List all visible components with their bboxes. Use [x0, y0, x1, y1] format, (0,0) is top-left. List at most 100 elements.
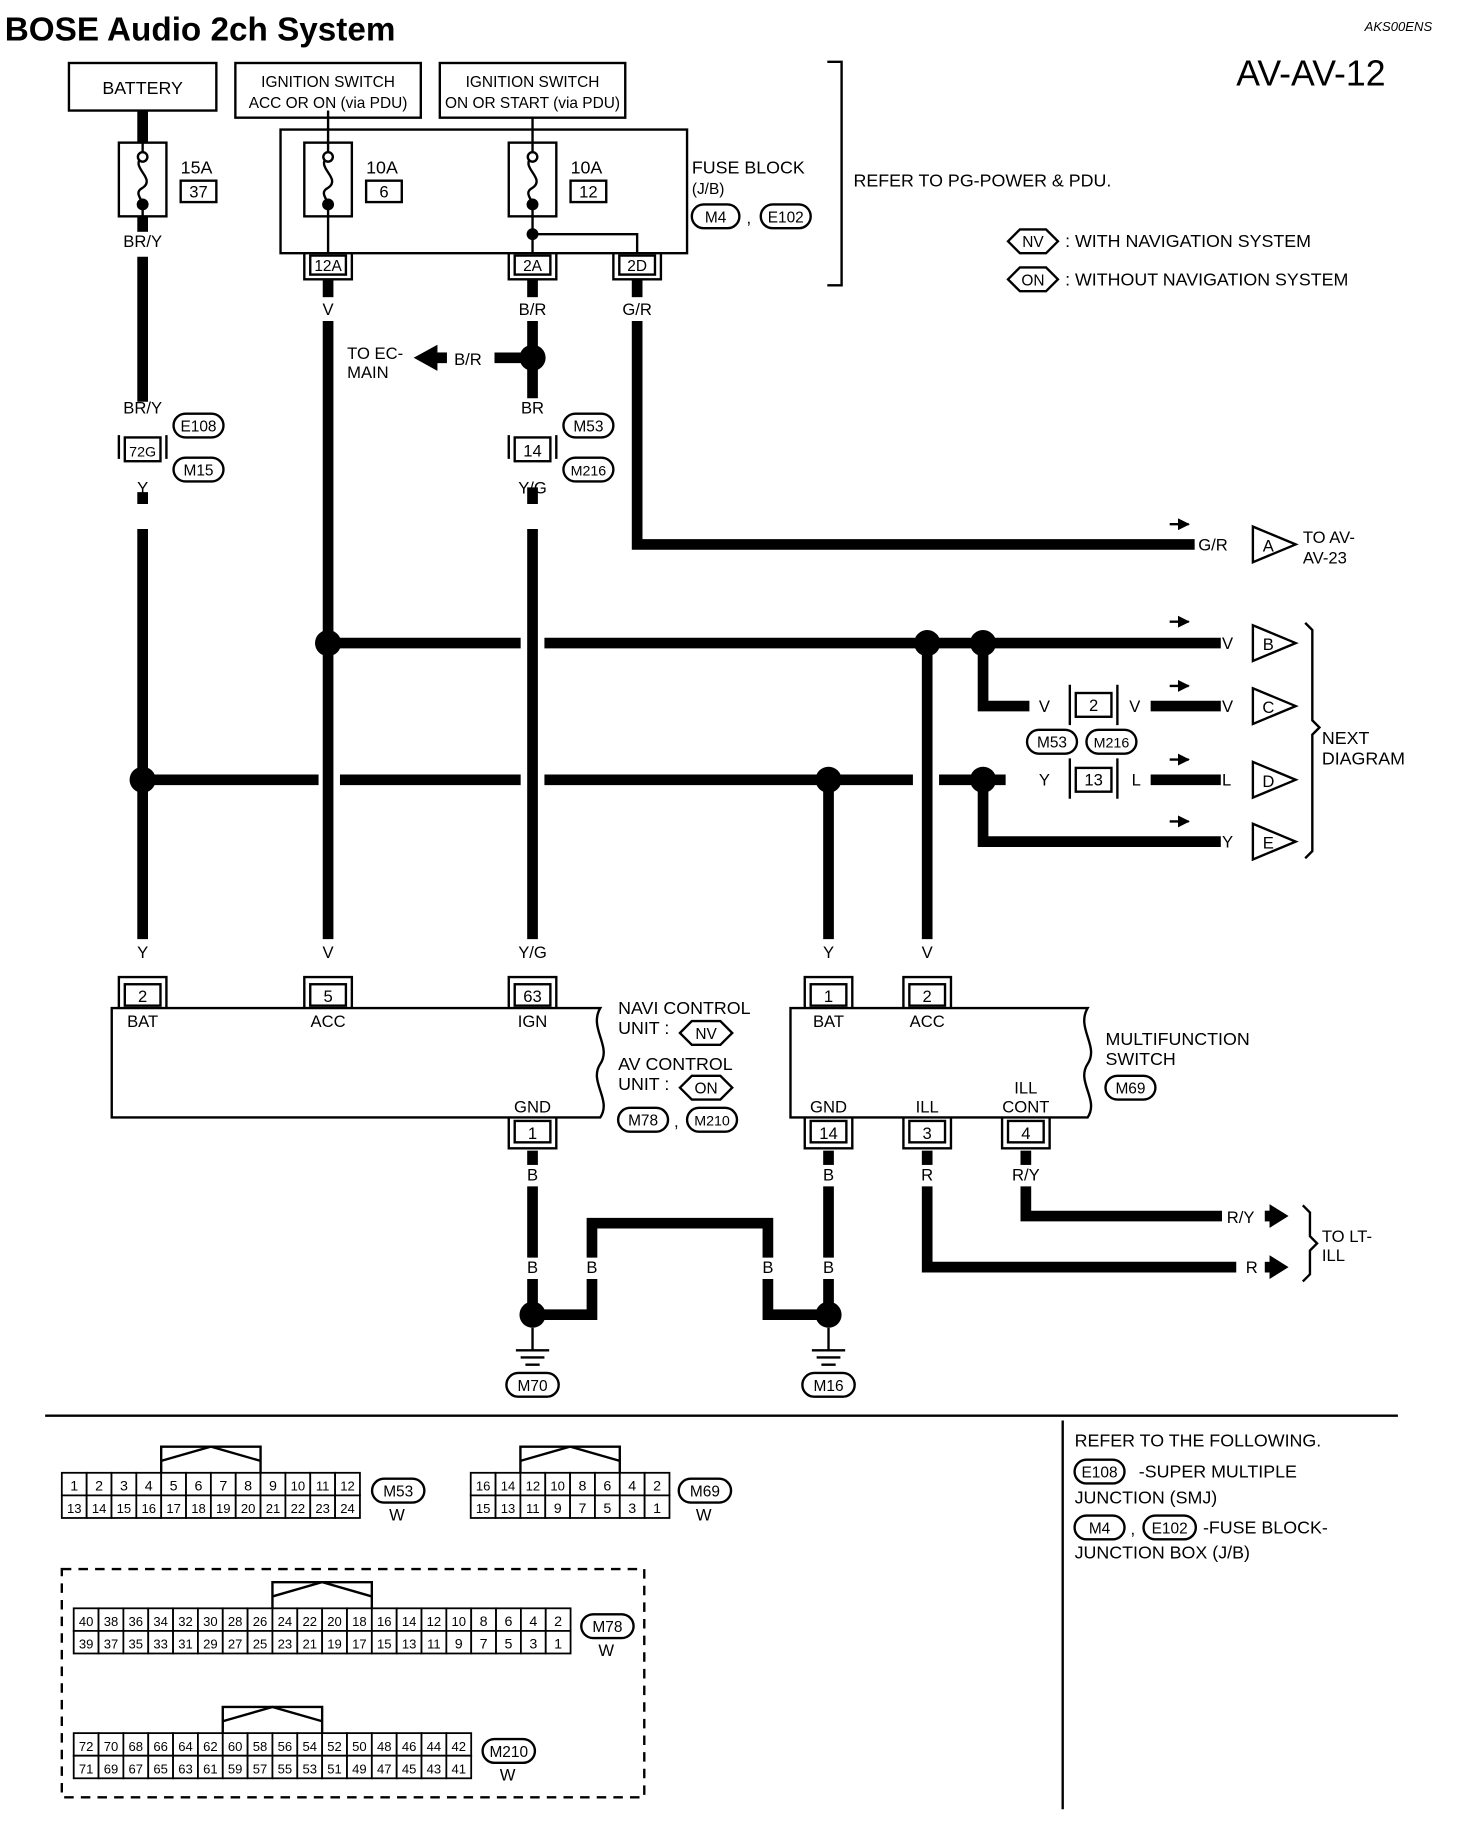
- to-lt-line1: TO LT-: [1322, 1227, 1372, 1246]
- pin-number: 5: [504, 1637, 512, 1653]
- ground-right-b1: B: [762, 1258, 773, 1277]
- pin-number: 22: [291, 1501, 306, 1516]
- connector-color: W: [696, 1505, 712, 1524]
- connector-id: M78: [592, 1619, 622, 1636]
- m216-tag: [562, 456, 615, 483]
- navi-pin-bat-name: BAT: [127, 1012, 158, 1031]
- notes-comma: ,: [1130, 1520, 1135, 1539]
- pin-number: 24: [278, 1614, 293, 1629]
- jb-terminal-2d: 2D: [612, 253, 663, 281]
- pin-number: 2: [554, 1614, 562, 1630]
- pin-cell: [334, 1494, 361, 1519]
- fuse-12-num: 12: [579, 182, 598, 201]
- navi-pin-acc-wire: V: [323, 943, 335, 962]
- mfs-name-line1: MULTIFUNCTION: [1105, 1029, 1249, 1049]
- pin-number: 58: [253, 1739, 268, 1754]
- m216-label-2: M216: [1094, 736, 1130, 752]
- pin-number: 50: [352, 1739, 367, 1754]
- fuse-block-label-2: (J/B): [692, 181, 725, 198]
- fuse-37-num: 37: [189, 182, 207, 201]
- pin-number: 2: [653, 1479, 661, 1495]
- m53-tag: [562, 412, 615, 439]
- pin-number: 63: [178, 1762, 193, 1777]
- to-av-line1: TO AV-: [1303, 528, 1355, 547]
- flag-a-label: A: [1263, 537, 1275, 556]
- pin-number: 66: [153, 1739, 168, 1754]
- pin-number: 21: [302, 1637, 317, 1652]
- pin-number: 15: [377, 1637, 392, 1652]
- to-ec-label-1: TO EC-: [347, 344, 403, 363]
- pin-number: 30: [203, 1614, 218, 1629]
- wire-v-top: V: [323, 300, 335, 319]
- pin-number: 17: [166, 1501, 181, 1516]
- navi-nv-label: NV: [695, 1026, 717, 1043]
- reference-notes: REFER TO THE FOLLOWING. E108 -SUPER MULT…: [1073, 1431, 1328, 1562]
- connector-id: M53: [383, 1484, 413, 1501]
- fuse-6-num: 6: [379, 182, 388, 201]
- connector-id-tag: [580, 1613, 635, 1640]
- connector-13-label: 13: [1084, 771, 1103, 790]
- ground-left-b1: B: [527, 1258, 538, 1277]
- av-on-tag: [678, 1074, 734, 1101]
- lt-r-wire: R: [1246, 1258, 1258, 1277]
- m15-tag: [172, 456, 225, 483]
- m216-tag-2: [1085, 728, 1138, 755]
- pin-number: 20: [327, 1614, 342, 1629]
- connector-id: M69: [690, 1484, 720, 1501]
- navi-pin-acc-num: 5: [323, 987, 332, 1006]
- mfs-conn-m69: M69: [1115, 1081, 1145, 1098]
- notes-m4-tag: [1073, 1514, 1126, 1541]
- pin-number: 3: [529, 1637, 537, 1653]
- pin-number: 15: [476, 1501, 491, 1516]
- navi-nv-tag: [678, 1019, 734, 1047]
- connector-group-frame: [60, 1567, 646, 1799]
- m15-label: M15: [183, 462, 213, 479]
- pin-number: 11: [316, 1479, 330, 1494]
- fuse-block-conn-1: M4: [705, 209, 727, 226]
- pin-number: 28: [228, 1614, 243, 1629]
- legend-nv-tag: [1006, 228, 1060, 255]
- pin-number: 19: [216, 1501, 231, 1516]
- pin-number: 41: [452, 1762, 467, 1777]
- pin-number: 45: [402, 1762, 417, 1777]
- connector-color: W: [598, 1641, 614, 1660]
- to-ec-label-2: MAIN: [347, 363, 389, 382]
- jb-terminal-2d-label: 2D: [627, 258, 647, 275]
- wire-bry-mid: BR/Y: [123, 399, 162, 418]
- navi-name-line2: UNIT :: [618, 1018, 669, 1038]
- pin-number: 14: [501, 1479, 516, 1494]
- wire-v-c-right: V: [1129, 697, 1141, 716]
- flag-e-label: E: [1263, 834, 1274, 853]
- legend-nv-text: : WITH NAVIGATION SYSTEM: [1065, 231, 1311, 251]
- connector-id: M210: [489, 1744, 528, 1761]
- pin-number: 42: [452, 1739, 467, 1754]
- pin-number: 37: [104, 1637, 119, 1652]
- lt-outputs: R/Y R TO LT- ILL: [1227, 1204, 1372, 1283]
- wire-v-c-left: V: [1039, 697, 1051, 716]
- mfs-pin-illcont-wire: R/Y: [1012, 1165, 1040, 1184]
- pin-number: 52: [327, 1739, 342, 1754]
- mfs-pin-bat-num: 1: [824, 987, 833, 1006]
- pin-number: 3: [120, 1479, 128, 1495]
- wire-y-e: Y: [1222, 833, 1233, 852]
- fuse-block-label-1: FUSE BLOCK: [692, 158, 805, 178]
- notes-m4-label: M4: [1089, 1520, 1111, 1537]
- pin-cell: [544, 1630, 572, 1655]
- pin-number: 64: [178, 1739, 193, 1754]
- pin-number: 43: [427, 1762, 442, 1777]
- av-name-line1: AV CONTROL: [618, 1054, 733, 1074]
- mfs-pin-ill-name: ILL: [916, 1098, 939, 1117]
- m53-tag-2: [1025, 728, 1079, 755]
- pin-number: 20: [241, 1501, 256, 1516]
- ground-right-b2: B: [823, 1258, 834, 1277]
- navi-control-unit: Y 2 BAT V 5 ACC Y/G 63 IGN GND 1 B NAVI …: [110, 943, 751, 1184]
- pin-number: 10: [550, 1479, 565, 1494]
- pin-number: 70: [104, 1739, 119, 1754]
- e108-tag: [172, 412, 225, 439]
- navi-pin-ign-wire: Y/G: [518, 943, 547, 962]
- flag-d-label: D: [1262, 772, 1274, 791]
- pin-number: 10: [452, 1614, 467, 1629]
